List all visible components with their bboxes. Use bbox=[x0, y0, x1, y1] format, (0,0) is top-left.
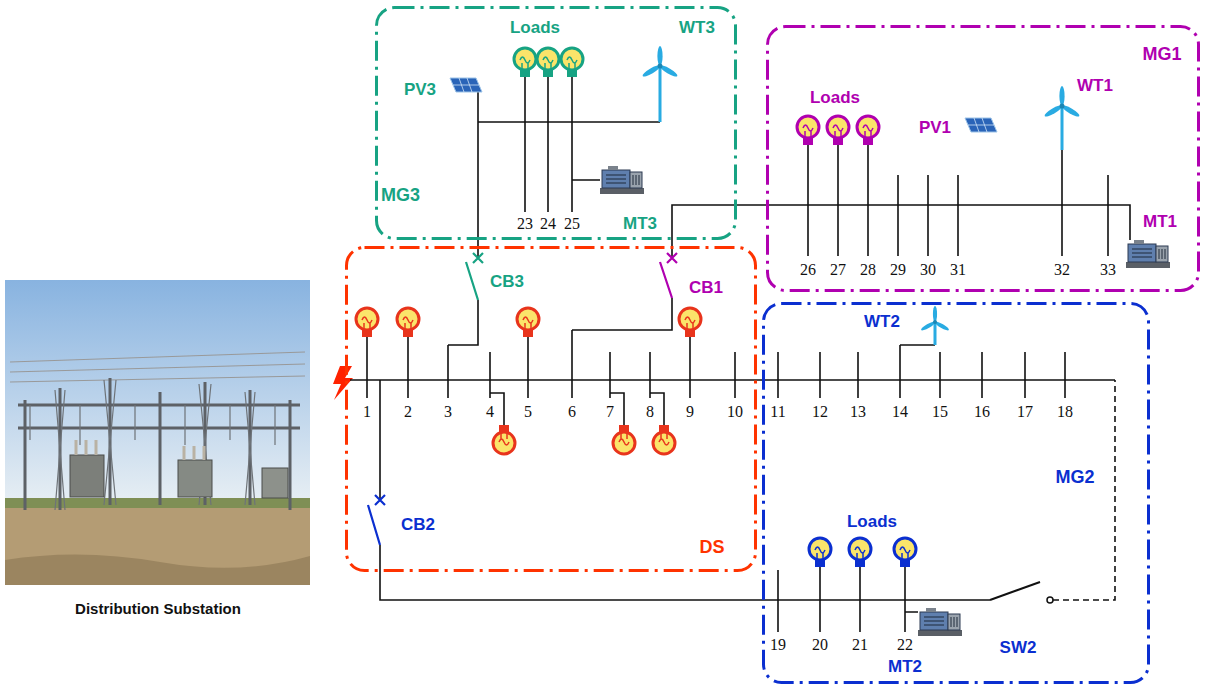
bus-wiring bbox=[350, 77, 1130, 632]
bus-number: 13 bbox=[850, 403, 866, 421]
bus-number: 4 bbox=[486, 403, 494, 421]
region-outline bbox=[762, 302, 1150, 684]
switch-label: CB1 bbox=[689, 279, 723, 298]
micro-turbine bbox=[918, 608, 962, 636]
bus-number: 22 bbox=[897, 636, 913, 654]
source-label: PV1 bbox=[919, 119, 951, 138]
bus-number: 24 bbox=[540, 215, 556, 233]
bus-number: 12 bbox=[812, 403, 828, 421]
microgrid-region: MG2 bbox=[762, 302, 1150, 684]
bus-number: 27 bbox=[830, 261, 846, 279]
substation-caption: Distribution Substation bbox=[0, 601, 316, 618]
bus-number: 10 bbox=[727, 403, 743, 421]
bus-number: 5 bbox=[524, 403, 532, 421]
bus-number: 9 bbox=[686, 403, 694, 421]
substation-photo bbox=[5, 280, 310, 585]
bus-number: 33 bbox=[1100, 261, 1116, 279]
source-label: WT3 bbox=[679, 19, 715, 38]
bus-number: 7 bbox=[606, 403, 614, 421]
bus-number: 26 bbox=[800, 261, 816, 279]
switch-label: CB2 bbox=[401, 516, 435, 535]
bus-number: 31 bbox=[950, 261, 966, 279]
load-label: Loads bbox=[810, 89, 860, 108]
bus-number: 23 bbox=[517, 215, 533, 233]
region-name: MG1 bbox=[1142, 45, 1181, 65]
source-label: WT2 bbox=[864, 313, 900, 332]
bus-number: 1 bbox=[363, 403, 371, 421]
region-name: DS bbox=[699, 538, 724, 558]
bus-number: 2 bbox=[404, 403, 412, 421]
bus-number: 14 bbox=[892, 403, 908, 421]
micro-turbine bbox=[1126, 240, 1170, 268]
bus-number: 32 bbox=[1054, 261, 1070, 279]
microgrid-region: MG3 bbox=[375, 6, 737, 240]
bus-number: 29 bbox=[890, 261, 906, 279]
bus-number: 19 bbox=[770, 636, 786, 654]
bus-number: 11 bbox=[770, 403, 785, 421]
bus-number: 15 bbox=[932, 403, 948, 421]
bus-number: 16 bbox=[974, 403, 990, 421]
bus-number: 30 bbox=[920, 261, 936, 279]
region-name: MG2 bbox=[1055, 468, 1094, 488]
switch-label: CB3 bbox=[490, 273, 524, 292]
fault-symbol bbox=[333, 366, 353, 400]
bus-number: 28 bbox=[860, 261, 876, 279]
pv-panel bbox=[965, 118, 997, 132]
load-bulbs bbox=[356, 48, 916, 567]
bus-number: 20 bbox=[812, 636, 828, 654]
region-outline bbox=[375, 6, 737, 240]
switch-label: SW2 bbox=[1000, 639, 1037, 658]
switch-contact bbox=[1047, 597, 1053, 603]
source-label: MT3 bbox=[623, 215, 657, 234]
source-label: MT2 bbox=[888, 658, 922, 677]
bus-number: 17 bbox=[1017, 403, 1033, 421]
bus-number: 18 bbox=[1057, 403, 1073, 421]
pv-panel bbox=[450, 78, 482, 92]
bus-number: 21 bbox=[852, 636, 868, 654]
bus-number: 8 bbox=[646, 403, 654, 421]
micro-turbine bbox=[600, 166, 644, 194]
load-label: Loads bbox=[510, 19, 560, 38]
microgrid-region: MG1 bbox=[766, 25, 1200, 292]
bus-number: 3 bbox=[444, 403, 452, 421]
circuit-breakers bbox=[368, 253, 677, 545]
wind-turbines bbox=[641, 46, 1080, 345]
region-name: MG3 bbox=[381, 186, 420, 206]
bus-number: 25 bbox=[564, 215, 580, 233]
bus-number: 6 bbox=[568, 403, 576, 421]
load-label: Loads bbox=[847, 513, 897, 532]
source-label: WT1 bbox=[1077, 77, 1113, 96]
substation-box: Distribution Substation bbox=[0, 276, 316, 621]
region-outline bbox=[766, 25, 1200, 292]
source-label: PV3 bbox=[404, 81, 436, 100]
source-label: MT1 bbox=[1143, 213, 1177, 232]
